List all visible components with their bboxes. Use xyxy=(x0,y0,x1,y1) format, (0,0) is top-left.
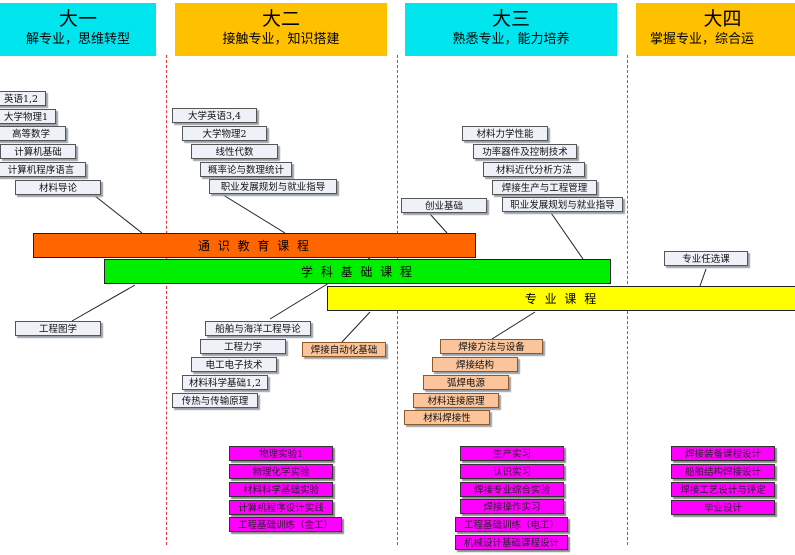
practice-box: 工程基础训练（电工） xyxy=(455,517,568,532)
practice-box: 焊接专业综合实验 xyxy=(460,482,564,497)
course-box: 材料近代分析方法 xyxy=(483,162,585,177)
practice-box: 生产实习 xyxy=(460,446,564,461)
course-box: 英语1,2 xyxy=(0,91,46,106)
course-box: 创业基础 xyxy=(401,198,487,213)
course-box: 大学物理1 xyxy=(0,109,56,124)
course-box: 材料导论 xyxy=(15,180,101,195)
practice-box: 船舶结构焊接设计 xyxy=(671,464,775,479)
course-box-highlight: 焊接方法与设备 xyxy=(440,339,543,354)
practice-box: 计算机程序设计实践 xyxy=(229,500,333,515)
course-box: 传热与传输原理 xyxy=(172,393,258,408)
year-3-title: 大三 xyxy=(491,8,530,30)
course-box: 计算机程序语言 xyxy=(0,162,86,177)
year-2-title: 大二 xyxy=(261,8,300,30)
practice-box: 物理实验1 xyxy=(229,446,333,461)
year-4-subtitle: 掌握专业，综合运 xyxy=(650,32,755,47)
course-box: 大学物理2 xyxy=(182,126,267,141)
practice-box: 焊接装备课程设计 xyxy=(671,446,775,461)
course-box: 概率论与数理统计 xyxy=(200,162,292,177)
year-3-header: 大三 熟悉专业，能力培养 xyxy=(405,3,617,56)
course-box-highlight: 焊接自动化基础 xyxy=(302,342,386,357)
course-box: 焊接生产与工程管理 xyxy=(492,180,597,195)
course-box-highlight: 弧焊电源 xyxy=(423,375,509,390)
year-2-subtitle: 接触专业，知识搭建 xyxy=(222,32,340,47)
course-box: 职业发展规划与就业指导 xyxy=(502,197,623,212)
course-box-highlight: 材料连接原理 xyxy=(413,393,499,408)
general-education-bar: 通 识 教 育 课 程 xyxy=(33,233,476,258)
practice-box: 工程基础训练（金工） xyxy=(229,517,342,532)
course-box-highlight: 焊接结构 xyxy=(432,357,518,372)
discipline-basic-bar: 学 科 基 础 课 程 xyxy=(104,259,611,284)
course-box: 材料力学性能 xyxy=(462,126,548,141)
practice-box: 物理化学实验 xyxy=(229,464,333,479)
course-box: 电工电子技术 xyxy=(191,357,277,372)
course-box: 工程力学 xyxy=(200,339,286,354)
course-box: 线性代数 xyxy=(191,144,278,159)
practice-box: 毕业设计 xyxy=(671,500,775,515)
year-1-subtitle: 解专业，思维转型 xyxy=(25,32,130,47)
major-course-bar: 专 业 课 程 xyxy=(327,286,795,311)
course-box: 大学英语3,4 xyxy=(172,108,257,123)
course-box: 工程图学 xyxy=(15,321,101,336)
course-box-highlight: 材料焊接性 xyxy=(404,410,490,425)
year-3-subtitle: 熟悉专业，能力培养 xyxy=(452,32,570,47)
course-box: 船舶与海洋工程导论 xyxy=(205,321,311,336)
practice-box: 焊接操作实习 xyxy=(460,499,564,514)
year-1-title: 大一 xyxy=(58,8,97,30)
course-box: 高等数学 xyxy=(0,126,66,141)
course-box: 材料科学基础1,2 xyxy=(182,375,268,390)
practice-box: 机械设计基础课程设计 xyxy=(455,535,568,550)
course-box: 功率器件及控制技术 xyxy=(473,144,577,159)
practice-box: 焊接工艺设计与评定 xyxy=(671,482,775,497)
course-box: 职业发展规划与就业指导 xyxy=(209,179,337,194)
divider-1-2 xyxy=(166,55,167,545)
course-box: 专业任选课 xyxy=(664,251,748,266)
year-1-header: 大一 解专业，思维转型 xyxy=(0,3,156,56)
course-box: 计算机基础 xyxy=(0,144,76,159)
year-4-header: 大四 掌握专业，综合运 xyxy=(636,3,795,56)
year-2-header: 大二 接触专业，知识搭建 xyxy=(175,3,387,56)
practice-box: 材料科学基础实验 xyxy=(229,482,333,497)
practice-box: 认识实习 xyxy=(460,464,564,479)
year-4-title: 大四 xyxy=(703,8,742,30)
